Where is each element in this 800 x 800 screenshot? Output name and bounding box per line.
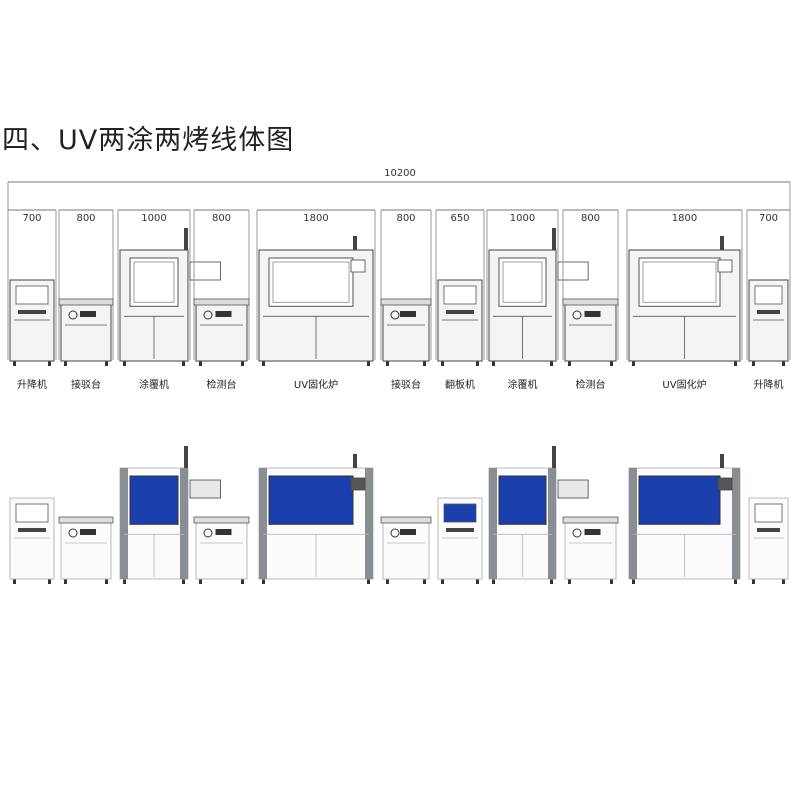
machine-drawing	[748, 279, 789, 366]
station-width-label: 650	[450, 213, 469, 224]
line-layout-drawing: 10200 700 升降机 800 接驳台 1000 涂覆机 800 检测台 1800UV固化炉…	[7, 168, 791, 391]
machine-photo-2	[58, 516, 114, 584]
machine-photo-8	[488, 446, 589, 584]
machine-drawing	[628, 236, 741, 366]
machine-drawing	[9, 279, 55, 366]
station-4: 800 检测台	[193, 209, 250, 391]
station-name-label: 涂覆机	[508, 378, 538, 391]
station-width-label: 1800	[303, 213, 328, 224]
machine-photo-6	[380, 516, 432, 584]
machine-drawing	[488, 228, 589, 366]
station-width-label: 800	[581, 213, 600, 224]
machine-photo-10	[628, 454, 741, 584]
machine-photo-3	[119, 446, 222, 584]
station-name-label: 检测台	[207, 378, 237, 391]
station-name-label: 翻板机	[445, 378, 475, 391]
station-6: 800 接驳台	[380, 209, 432, 391]
station-name-label: UV固化炉	[662, 378, 706, 391]
station-name-label: 升降机	[754, 378, 784, 391]
station-11: 700 升降机	[746, 209, 791, 391]
machine-drawing	[437, 279, 483, 366]
station-width-label: 1000	[141, 213, 166, 224]
station-width-label: 800	[212, 213, 231, 224]
station-name-label: 涂覆机	[139, 378, 169, 391]
machine-drawing	[58, 298, 114, 366]
machine-drawing	[562, 298, 619, 366]
station-name-label: 接驳台	[391, 378, 421, 391]
station-9: 800 检测台	[562, 209, 619, 391]
machine-photo-11	[748, 497, 789, 584]
machine-photo-7	[437, 497, 483, 584]
total-dimension-label: 10200	[384, 168, 416, 179]
machine-drawing	[193, 298, 250, 366]
machine-drawing	[119, 228, 222, 366]
station-name-label: UV固化炉	[294, 378, 338, 391]
machine-photo-4	[193, 516, 250, 584]
station-name-label: 升降机	[17, 378, 47, 391]
station-width-label: 700	[22, 213, 41, 224]
station-name-label: 接驳台	[71, 378, 101, 391]
line-photo-strip	[9, 446, 789, 584]
machine-photo-1	[9, 497, 55, 584]
station-width-label: 800	[396, 213, 415, 224]
machine-photo-9	[562, 516, 619, 584]
station-8: 1000 涂覆机	[486, 209, 589, 391]
station-7: 650 翻板机	[435, 209, 485, 391]
station-width-label: 1800	[672, 213, 697, 224]
page-title: 四、UV两涂两烤线体图	[2, 125, 295, 156]
station-width-label: 700	[759, 213, 778, 224]
station-3: 1000 涂覆机	[117, 209, 222, 391]
station-name-label: 检测台	[576, 378, 606, 391]
station-width-label: 1000	[510, 213, 535, 224]
machine-drawing	[380, 298, 432, 366]
machine-photo-5	[258, 454, 374, 584]
station-2: 800 接驳台	[58, 209, 114, 391]
station-width-label: 800	[76, 213, 95, 224]
station-1: 700 升降机	[7, 209, 57, 391]
machine-drawing	[258, 236, 374, 366]
